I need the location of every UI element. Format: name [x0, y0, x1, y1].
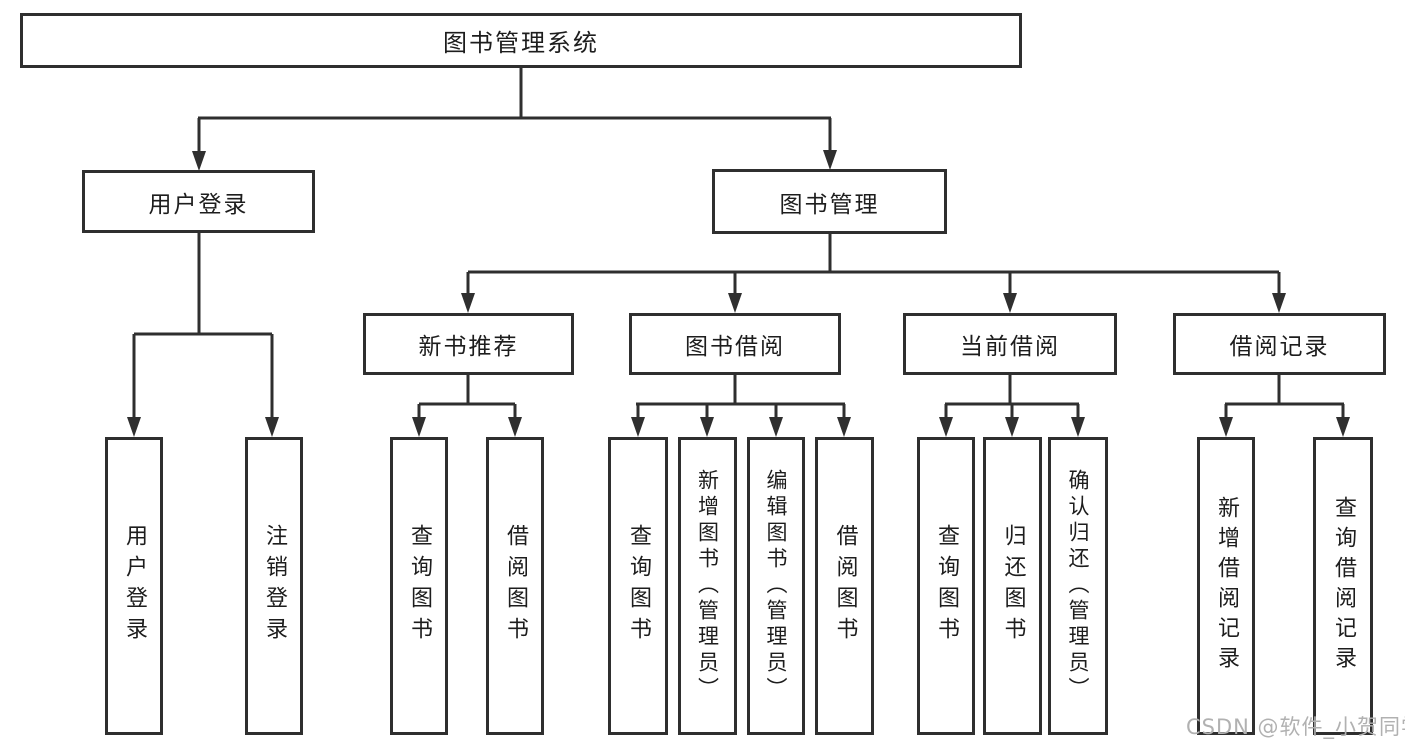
leaf-user-login: 用户登录 [105, 437, 163, 735]
leaf-query-books-borrow: 查询图书 [608, 437, 668, 735]
leaf-return-books: 归还图书 [983, 437, 1042, 735]
node-label: 用户登录 [148, 191, 249, 218]
leaf-borrow-books-recommend: 借阅图书 [486, 437, 544, 735]
leaf-borrow-books: 借阅图书 [815, 437, 874, 735]
node-new-book-recommend: 新书推荐 [363, 313, 574, 375]
node-user-login: 用户登录 [82, 170, 315, 233]
node-label: 当前借阅 [960, 334, 1060, 360]
node-label: 图书借阅 [685, 334, 785, 360]
node-book-borrow: 图书借阅 [629, 313, 841, 375]
leaf-label: 注销登录 [262, 524, 287, 648]
leaf-label: 新增借阅记录 [1214, 496, 1239, 676]
node-current-borrow: 当前借阅 [903, 313, 1117, 375]
node-borrow-records: 借阅记录 [1173, 313, 1386, 375]
root-label: 图书管理系统 [443, 29, 599, 57]
csdn-watermark: CSDN @软件_小贺同学 [1186, 715, 1405, 739]
leaf-add-books-admin: 新增图书（管理员） [678, 437, 737, 735]
leaf-confirm-return-admin: 确认归还（管理员） [1048, 437, 1108, 735]
node-root: 图书管理系统 [20, 13, 1022, 68]
leaf-label: 查询图书 [934, 524, 959, 648]
leaf-query-books-recommend: 查询图书 [390, 437, 448, 735]
node-book-management: 图书管理 [712, 169, 947, 234]
leaf-logout: 注销登录 [245, 437, 303, 735]
leaf-query-books-current: 查询图书 [917, 437, 975, 735]
leaf-label: 查询借阅记录 [1331, 496, 1356, 676]
node-label: 图书管理 [779, 191, 880, 218]
leaf-add-borrow-record: 新增借阅记录 [1197, 437, 1255, 735]
leaf-label: 确认归还（管理员） [1066, 469, 1090, 703]
leaf-label: 查询图书 [407, 524, 432, 648]
leaf-label: 编辑图书（管理员） [764, 469, 788, 703]
node-label: 新书推荐 [418, 334, 519, 360]
leaf-label: 借阅图书 [503, 524, 528, 648]
leaf-label: 用户登录 [122, 524, 147, 648]
leaf-edit-books-admin: 编辑图书（管理员） [747, 437, 805, 735]
leaf-label: 借阅图书 [832, 524, 858, 648]
leaf-label: 新增图书（管理员） [695, 469, 720, 703]
leaf-query-borrow-record: 查询借阅记录 [1313, 437, 1373, 735]
node-label: 借阅记录 [1229, 334, 1330, 360]
leaf-label: 归还图书 [1000, 524, 1026, 648]
leaf-label: 查询图书 [626, 524, 651, 648]
